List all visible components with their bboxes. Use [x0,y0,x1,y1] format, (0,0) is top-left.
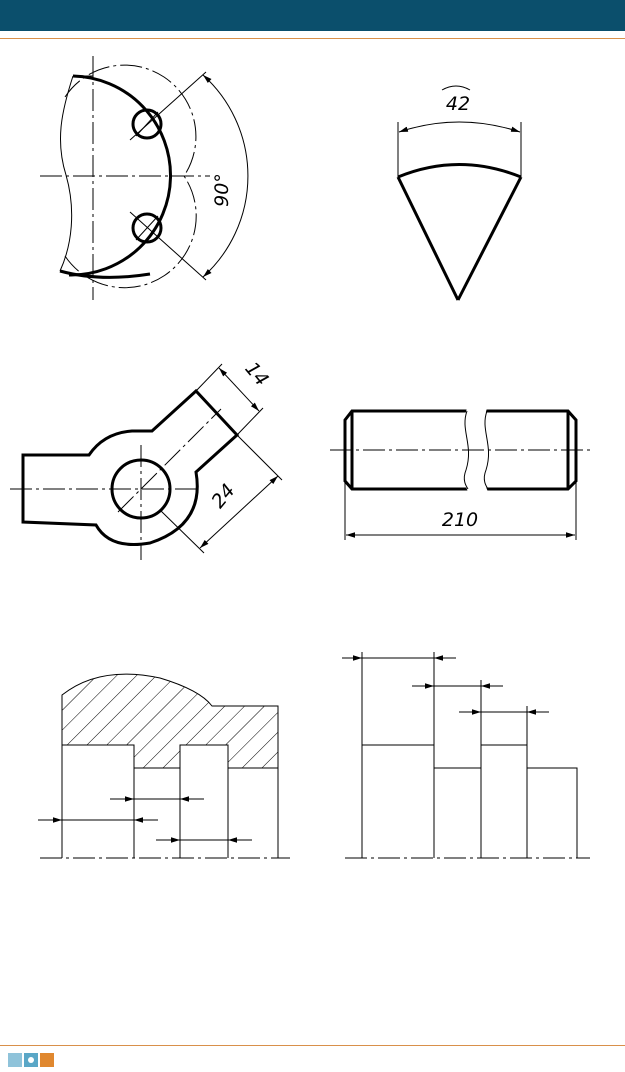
bracket-arm-centerline [117,408,222,513]
arc-part-angle-dimension [202,74,249,278]
figure-sector: 42 [396,85,523,301]
arc-part-break-line [59,75,74,272]
bracket-length-extension-a [236,434,283,481]
bracket-length-extension-b [159,509,205,554]
arc-part-lower-extension [129,211,207,281]
section-break-outline [61,673,279,768]
sector-right-edge [456,176,523,301]
footer-rule [0,1045,625,1046]
bracket-width-extension-a [195,363,223,392]
logo-dot [28,1057,34,1063]
arc-part-upper-hole-cross [135,111,159,137]
arc-part-outer-edge [68,74,172,277]
stepped-part-profile [61,744,279,858]
sector-arc-dimension [398,121,521,133]
arc-part-upper-hole [131,108,163,140]
figure-arc-part: 90° [40,56,249,300]
bracket-width-extension-b [236,407,264,436]
figure-stepped-section [38,673,290,859]
logo-block-right [40,1053,54,1067]
figure-bracket: 14 24 [10,358,283,560]
arc-part-lower-hole-cross [135,215,159,241]
shaft-break-line-right [483,410,490,490]
sector-arc-edge [397,163,522,179]
chain-part-profile [361,744,578,858]
bracket-width-dimension [218,367,260,412]
header-bar [0,0,625,31]
header-rule [0,38,625,39]
bracket-length-label: 24 [207,480,239,513]
bracket-width-label: 14 [240,358,272,391]
section-hatching [62,674,278,768]
sector-arc-label: 42 [446,93,470,115]
bracket-length-dimension [199,475,279,549]
arc-part-bottom-edge [59,269,151,279]
shaft-break-line-left [463,410,470,490]
figure-stepped-chain [342,652,590,859]
bracket-outline [21,388,240,547]
sector-left-edge [396,176,460,301]
figure-shaft: 210 [330,408,590,540]
shaft-length-label: 210 [442,509,478,531]
publisher-logo-icon [8,1053,54,1067]
sector-arc-length-symbol [441,85,471,91]
logo-block-left [8,1053,22,1067]
arc-part-lower-hole [131,212,163,244]
arc-part-angle-label: 90° [211,173,233,207]
